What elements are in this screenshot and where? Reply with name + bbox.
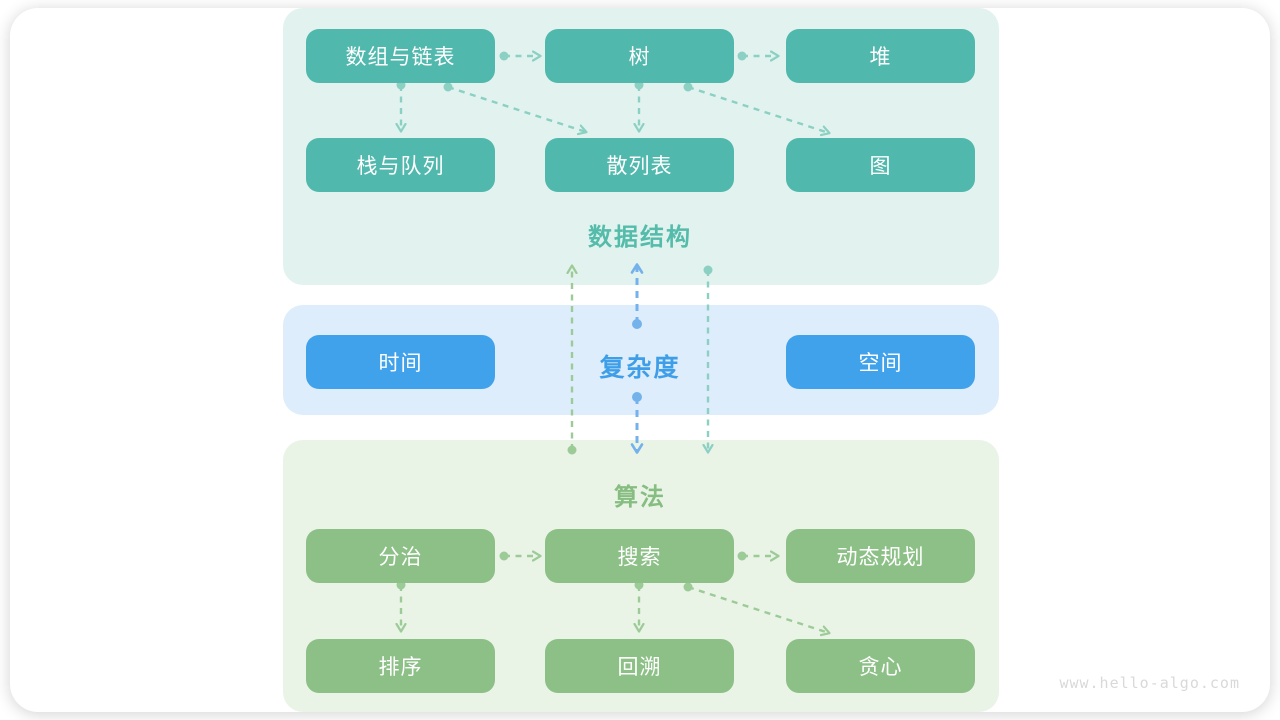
box-backtracking: 回溯 (545, 639, 734, 693)
box-sorting: 排序 (306, 639, 495, 693)
section-label-algorithms: 算法 (614, 484, 666, 511)
box-graph: 图 (786, 138, 975, 192)
box-dynamic-programming: 动态规划 (786, 529, 975, 583)
box-tree: 树 (545, 29, 734, 83)
section-label-complexity: 复杂度 (599, 354, 681, 382)
box-time: 时间 (306, 335, 495, 389)
box-array-linkedlist: 数组与链表 (306, 29, 495, 83)
box-divide-conquer: 分治 (306, 529, 495, 583)
box-hash-table: 散列表 (545, 138, 734, 192)
site-watermark: www.hello-algo.com (1059, 674, 1240, 692)
box-search: 搜索 (545, 529, 734, 583)
box-stack-queue: 栈与队列 (306, 138, 495, 192)
box-greedy: 贪心 (786, 639, 975, 693)
section-label-data-structures: 数据结构 (588, 224, 692, 251)
box-space: 空间 (786, 335, 975, 389)
box-heap: 堆 (786, 29, 975, 83)
